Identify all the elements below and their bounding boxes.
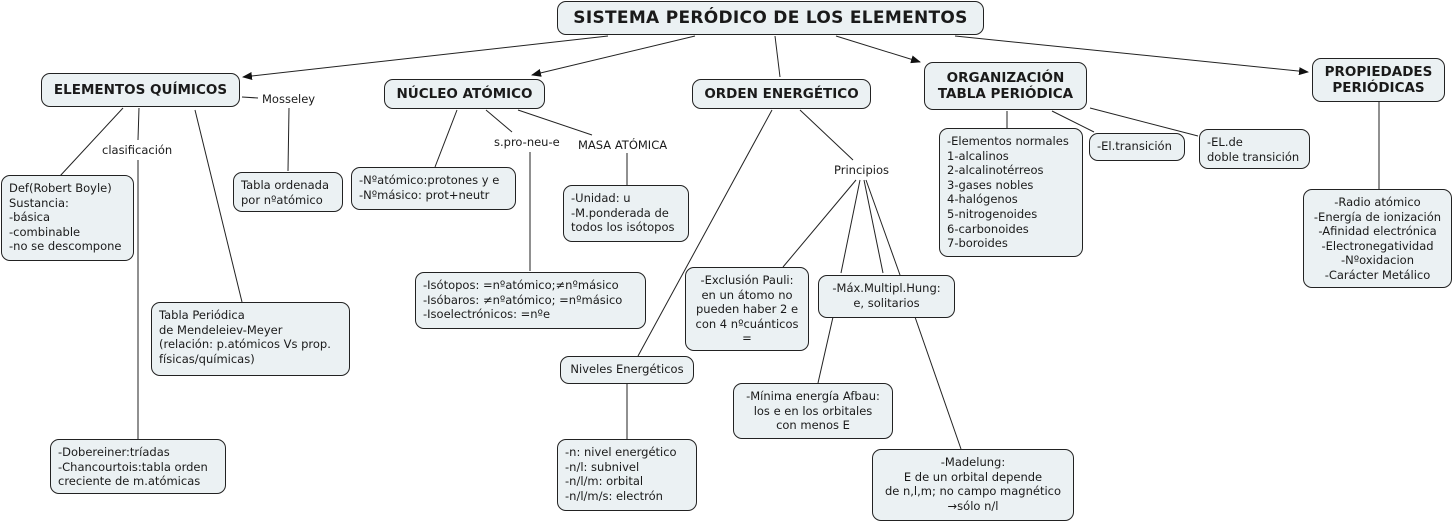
link-label-spro-neu-e: s.pro-neu-e bbox=[494, 135, 560, 149]
edge-principios-hund2 bbox=[863, 179, 884, 274]
node-elementos-transicion[interactable]: -El.transición bbox=[1089, 133, 1185, 161]
edge-principios-madelung bbox=[865, 179, 901, 276]
concept-elementos-quimicos[interactable]: ELEMENTOS QUÍMICOS bbox=[41, 73, 240, 107]
edge-orden-niveles bbox=[637, 109, 773, 357]
node-doble-transicion[interactable]: -EL.de doble transición bbox=[1199, 129, 1310, 169]
node-mendeleiev-meyer[interactable]: Tabla Periódica de Mendeleiev-Meyer (rel… bbox=[151, 302, 350, 376]
edge-organizacion-doble bbox=[1089, 107, 1199, 137]
link-label-mosseley: Mosseley bbox=[262, 92, 316, 106]
edge-root-propiedades bbox=[954, 35, 1309, 76]
node-isotopos[interactable]: -Isótopos: =nºatómico;≠nºmásico -Isóbaro… bbox=[415, 272, 646, 329]
node-max-multiplicidad-hund[interactable]: -Máx.Multipl.Hung: e, solitarios bbox=[818, 275, 955, 318]
edge-root-organizacion bbox=[835, 35, 921, 64]
edge-principios-pauli bbox=[782, 179, 857, 268]
edge-mosseley-tabla bbox=[287, 107, 290, 172]
link-label-masa-atomica: MASA ATÓMICA bbox=[578, 138, 668, 152]
edge-organizacion-transicion bbox=[1051, 110, 1095, 133]
node-elementos-normales[interactable]: -Elementos normales 1-alcalinos 2-alcali… bbox=[939, 128, 1083, 257]
link-label-clasificacion: clasificación bbox=[102, 143, 173, 157]
concept-organizacion-tabla[interactable]: ORGANIZACIÓN TABLA PERIÓDICA bbox=[924, 62, 1087, 110]
edge-orden-principios bbox=[799, 109, 854, 161]
edge-nucleo-numeros bbox=[434, 109, 458, 168]
edge-nucleo-masa bbox=[517, 109, 593, 136]
edge-root-nucleo bbox=[531, 35, 696, 77]
concept-nucleo-atomico[interactable]: NÚCLEO ATÓMICO bbox=[384, 79, 545, 109]
node-dobereiner-chancourtois[interactable]: -Dobereiner:tríadas -Chancourtois:tabla … bbox=[50, 439, 226, 494]
node-boyle-definition[interactable]: Def(Robert Boyle) Sustancia: -básica -co… bbox=[1, 175, 134, 261]
edge-elementos-boyle bbox=[59, 107, 124, 177]
node-madelung[interactable]: -Madelung: E de un orbital depende de n,… bbox=[872, 449, 1074, 521]
edge-principios-hund bbox=[840, 179, 861, 274]
edge-nucleo-spro bbox=[485, 109, 513, 133]
node-tabla-ordenada[interactable]: Tabla ordenada por nºatómico bbox=[233, 172, 343, 212]
node-aufbau[interactable]: -Mínima energía Afbau: los e en los orbi… bbox=[733, 383, 893, 439]
root-concept[interactable]: SISTEMA PERÓDICO DE LOS ELEMENTOS bbox=[557, 1, 984, 35]
node-niveles-energeticos[interactable]: Niveles Energéticos bbox=[560, 356, 694, 384]
edge-elementos-clasificacion bbox=[137, 107, 140, 141]
edge-hund-aufbau bbox=[817, 316, 834, 384]
edge-root-elementos bbox=[242, 35, 609, 80]
link-label-principios: Principios bbox=[834, 163, 889, 177]
node-propiedades-lista[interactable]: -Radio atómico -Energía de ionización -A… bbox=[1303, 189, 1452, 288]
node-numeros-cuanticos[interactable]: -n: nivel energético -n/l: subnivel -n/l… bbox=[557, 439, 697, 511]
concept-orden-energetico[interactable]: ORDEN ENERGÉTICO bbox=[692, 79, 871, 109]
concept-propiedades-periodicas[interactable]: PROPIEDADES PERIÓDICAS bbox=[1312, 58, 1445, 102]
edge-elementos-mendeleiev bbox=[194, 109, 243, 303]
edge-root-orden bbox=[774, 35, 781, 78]
node-numeros-atomico-masico[interactable]: -Nºatómico:protones y e -Nºmásico: prot+… bbox=[351, 167, 516, 210]
node-masa-atomica-info[interactable]: -Unidad: u -M.ponderada de todos los isó… bbox=[563, 185, 689, 242]
edge-hund-madelung bbox=[914, 316, 962, 450]
edge-elementos-mosseley bbox=[241, 96, 259, 99]
node-exclusion-pauli[interactable]: -Exclusión Pauli: en un átomo no pueden … bbox=[685, 267, 809, 351]
